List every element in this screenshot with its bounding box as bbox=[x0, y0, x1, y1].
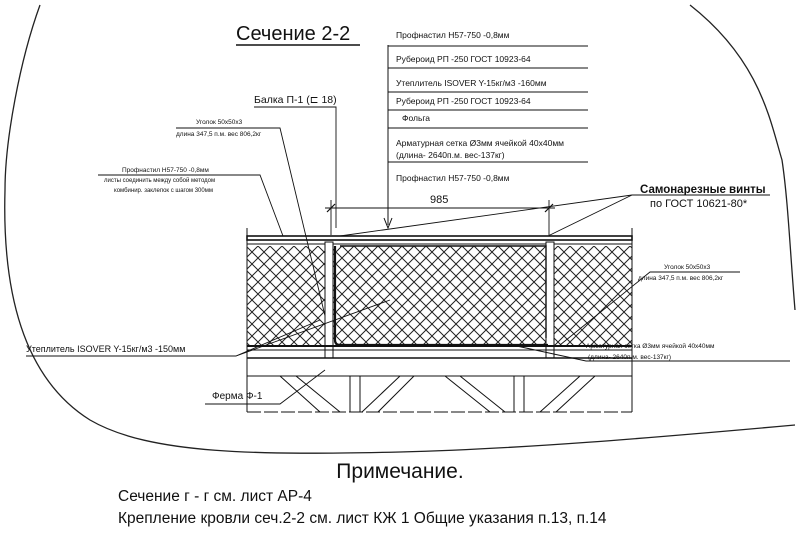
layer-callout: Профнастил Н57-750 -0,8мм Рубероид РП -2… bbox=[383, 30, 588, 230]
svg-text:Самонарезные винты: Самонарезные винты bbox=[640, 184, 766, 196]
layer-5: Фольга bbox=[402, 113, 430, 123]
svg-text:Ферма Ф-1: Ферма Ф-1 bbox=[212, 391, 263, 402]
svg-text:комбинир. заклепок с шагом 300: комбинир. заклепок с шагом 300мм bbox=[114, 188, 213, 194]
screws-callout: Самонарезные винты по ГОСТ 10621-80* bbox=[339, 184, 770, 237]
section-title: Сечение 2-2 bbox=[236, 23, 350, 45]
layer-1: Профнастил Н57-750 -0,8мм bbox=[396, 30, 510, 40]
layer-6: Арматурная сетка Ø3мм ячейкой 40х40мм bbox=[396, 138, 564, 148]
svg-text:Уголок 50х50х3: Уголок 50х50х3 bbox=[664, 264, 711, 271]
profnastil-note: Профнастил Н57-750 -0,8мм листы соединит… bbox=[98, 167, 284, 237]
note-line-1: Сечение г - г см. лист АР-4 bbox=[118, 488, 312, 505]
svg-text:(длина- 2640п.м. вес-137кг): (длина- 2640п.м. вес-137кг) bbox=[588, 354, 671, 361]
svg-text:по ГОСТ 10621-80*: по ГОСТ 10621-80* bbox=[650, 198, 748, 210]
beam-label: Балка П-1 (⊏ 18) bbox=[254, 94, 337, 106]
svg-text:985: 985 bbox=[430, 194, 448, 206]
roof-slab bbox=[246, 228, 633, 413]
layer-4: Рубероид РП -250 ГОСТ 10923-64 bbox=[396, 96, 531, 106]
svg-text:Профнастил Н57-750 -0,8мм: Профнастил Н57-750 -0,8мм bbox=[122, 167, 209, 174]
svg-text:Уголок 50х50х3: Уголок 50х50х3 bbox=[196, 119, 243, 126]
layer-3: Утеплитель ISOVER Y-15кг/м3 -160мм bbox=[396, 78, 547, 88]
layer-7: Профнастил Н57-750 -0,8мм bbox=[396, 173, 510, 183]
notes-title: Примечание. bbox=[336, 460, 464, 483]
svg-text:Утеплитель ISOVER Y-15кг/м3: Утеплитель ISOVER Y-15кг/м3 -150мм bbox=[26, 344, 185, 354]
angle-right-callout: Уголок 50х50х3 длина 347,5 п.м. вес 806,… bbox=[559, 264, 740, 346]
beam-leader bbox=[254, 106, 337, 228]
insulation-left-callout: Утеплитель ISOVER Y-15кг/м3 -150мм bbox=[26, 299, 391, 357]
dimension-985: 985 bbox=[325, 194, 555, 235]
layer-6b: (длина- 2640п.м. вес-137кг) bbox=[396, 150, 505, 160]
mesh-right-callout: Арматурная сетка Ø3мм ячейкой 40х40мм (д… bbox=[511, 342, 790, 362]
svg-text:Арматурная сетка Ø3мм ячейкой: Арматурная сетка Ø3мм ячейкой 40х40мм bbox=[586, 342, 715, 350]
note-line-2: Крепление кровли сеч.2-2 см. лист КЖ 1 О… bbox=[118, 510, 607, 527]
layer-2: Рубероид РП -250 ГОСТ 10923-64 bbox=[396, 54, 531, 64]
svg-text:длина 347,5 п.м. вес 806,2кг: длина 347,5 п.м. вес 806,2кг bbox=[638, 275, 724, 282]
section-drawing: Сечение 2-2 Профнастил Н57-750 -0,8мм Ру… bbox=[4, 4, 796, 454]
cutout-boundary bbox=[4, 4, 796, 454]
svg-text:листы соединить между собой ме: листы соединить между собой методом bbox=[104, 177, 215, 184]
svg-text:длина 347,5 п.м. вес 806,2кг: длина 347,5 п.м. вес 806,2кг bbox=[176, 131, 262, 138]
truss-callout: Ферма Ф-1 bbox=[205, 369, 326, 405]
